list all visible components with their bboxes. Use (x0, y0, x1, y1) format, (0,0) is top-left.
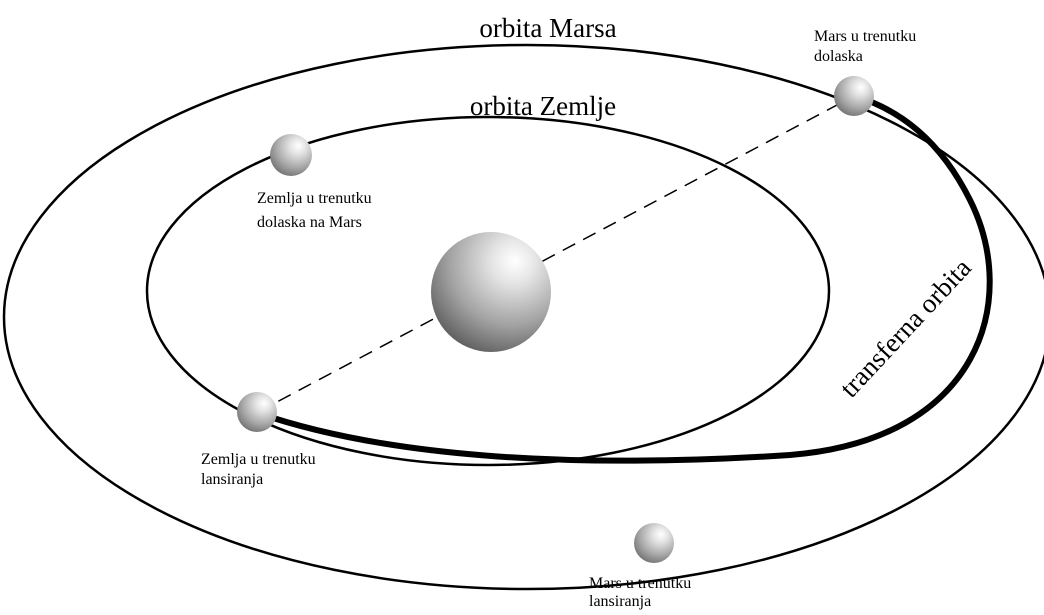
apsides-dashed-line (258, 96, 854, 412)
mars-launch-label-line1: Mars u trenutku (589, 575, 691, 592)
mars-orbit-label: orbita Marsa (479, 13, 616, 43)
earth-at-launch (237, 392, 277, 432)
mars-at-launch (634, 523, 674, 563)
earth-arrival-label-line1: Zemlja u trenutku (257, 190, 372, 207)
mars-at-arrival (834, 76, 874, 116)
mars-launch-label-line2: lansiranja (589, 593, 651, 610)
mars-arrival-label-line2: dolaska (814, 48, 863, 65)
earth-orbit-label: orbita Zemlje (470, 91, 616, 121)
earth-arrival-label-line2: dolaska na Mars (257, 214, 362, 231)
transfer-orbit (258, 96, 990, 461)
earth-launch-label-line2: lansiranja (201, 471, 263, 488)
earth-at-arrival (270, 134, 312, 176)
sun (431, 232, 551, 352)
earth-launch-label-line1: Zemlja u trenutku (201, 451, 316, 468)
mars-arrival-label-line1: Mars u trenutku (814, 28, 916, 45)
